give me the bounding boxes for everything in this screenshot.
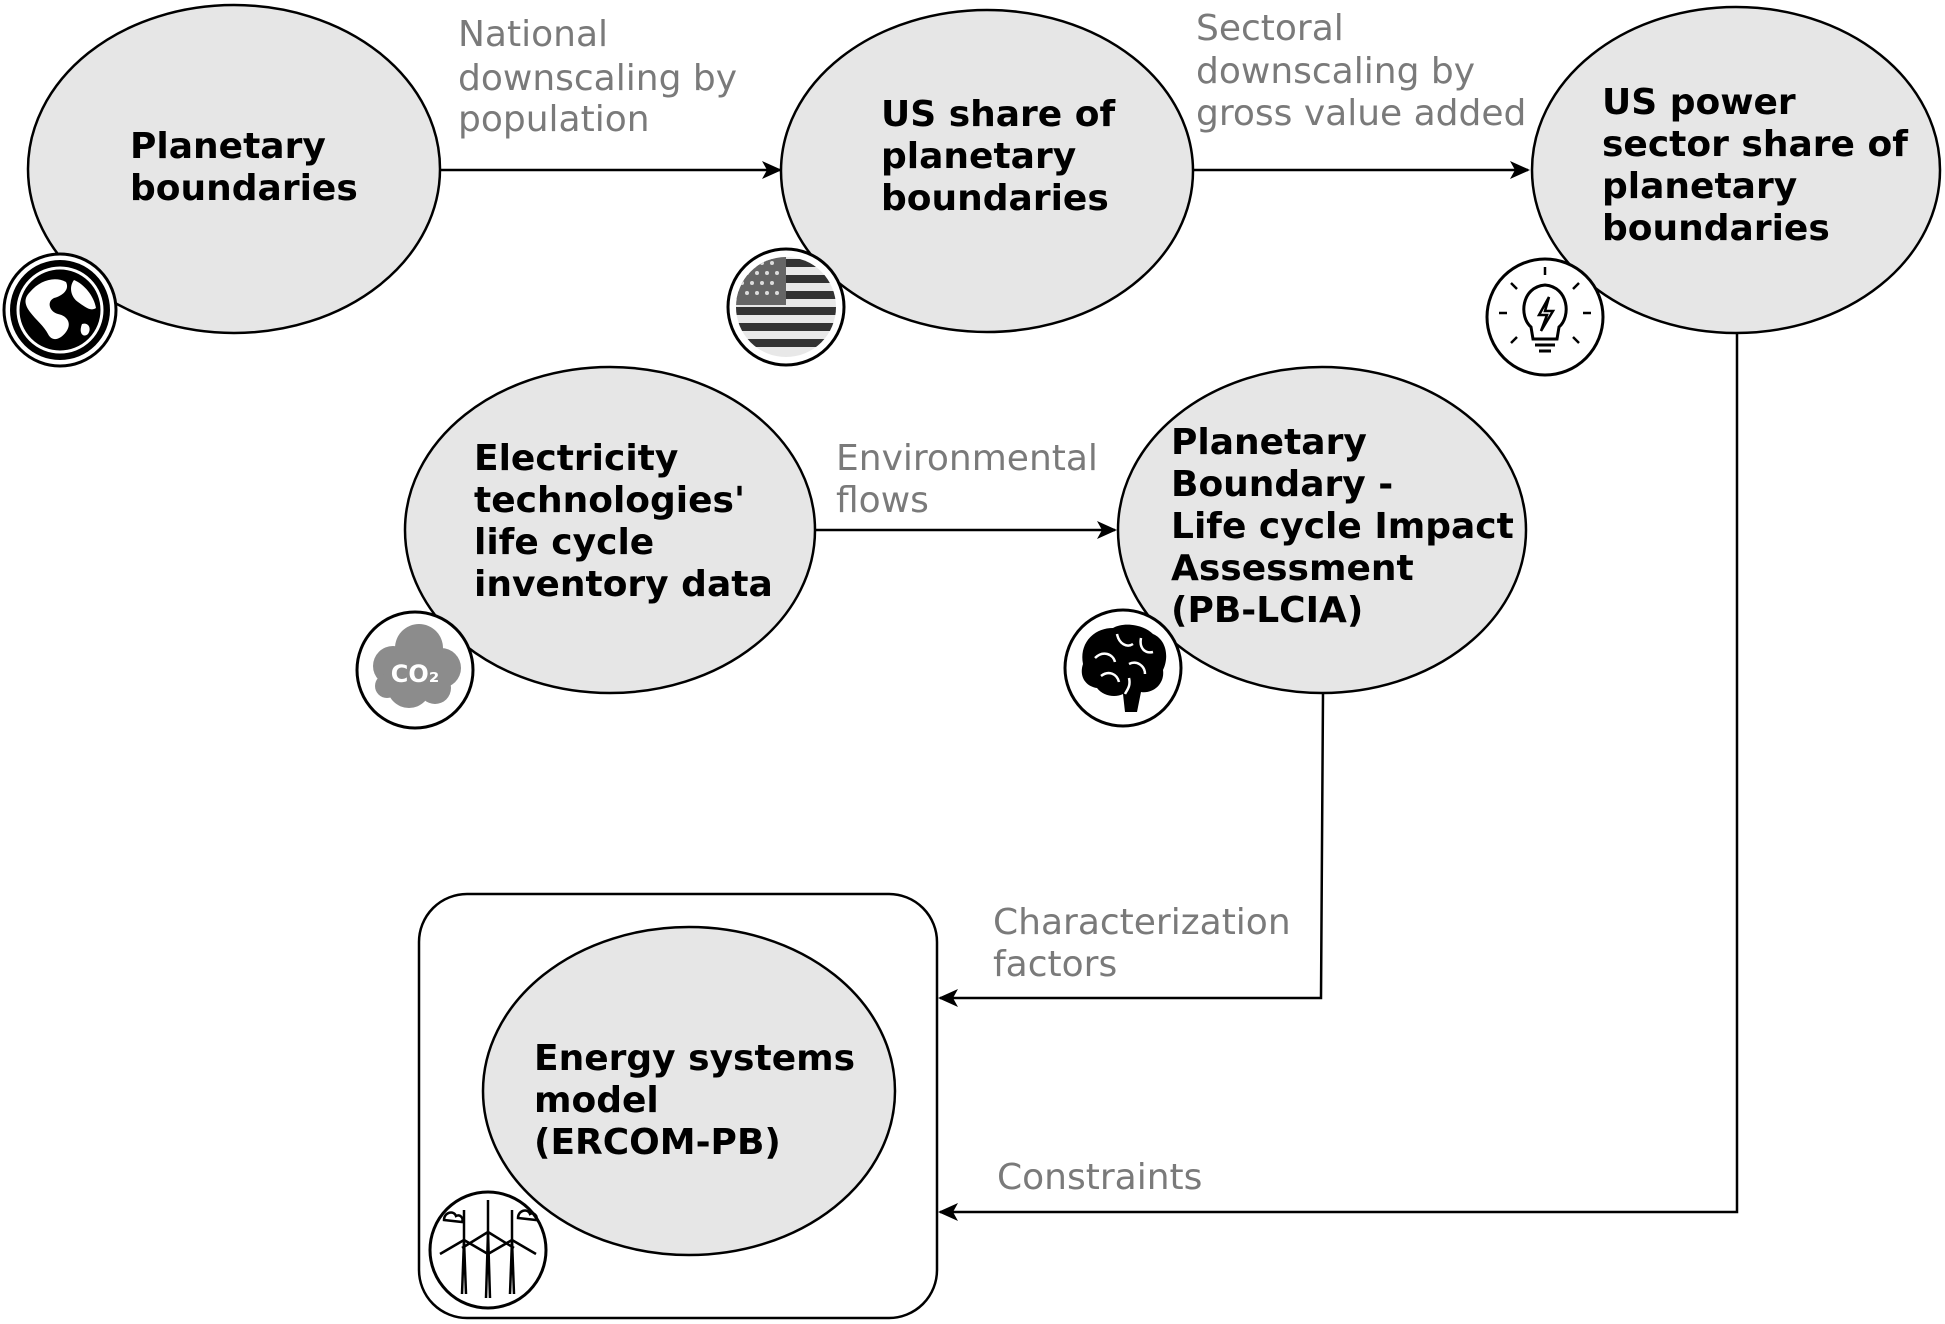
brain-icon bbox=[1063, 608, 1183, 728]
edge-label-characterization-factors: Characterization factors bbox=[993, 902, 1302, 985]
node-electricity-lci: Electricity technologies' life cycle inv… bbox=[403, 365, 817, 695]
svg-text:CO₂: CO₂ bbox=[391, 660, 440, 688]
edge-label-environmental-flows: Environmental flows bbox=[836, 438, 1109, 521]
co2-cloud-icon: CO₂ bbox=[355, 610, 475, 730]
lightbulb-icon bbox=[1485, 257, 1605, 377]
node-pb-lcia: Planetary Boundary - Life cycle Impact A… bbox=[1116, 365, 1528, 695]
svg-text:Electricity technologies: Electricity technologies' life cycle inv… bbox=[474, 438, 773, 605]
svg-text:Planetary boundaries: Planetary boundaries bbox=[130, 126, 358, 209]
node-energy-model: Energy systems model (ERCOM-PB) bbox=[481, 925, 897, 1257]
svg-text:Planetary Boundary -: Planetary Boundary - Life cycle Impact A… bbox=[1171, 422, 1526, 631]
us-flag-icon bbox=[726, 247, 846, 367]
node-us-share: US share of planetary boundaries bbox=[779, 8, 1195, 334]
node-planetary-boundaries: Planetary boundaries bbox=[26, 3, 442, 335]
svg-text:US share of planetary: US share of planetary boundaries bbox=[881, 94, 1128, 219]
svg-text:Energy systems model: Energy systems model (ERCOM-PB) bbox=[534, 1038, 868, 1163]
node-us-power-share: US power sector share of planetary bound… bbox=[1530, 5, 1942, 335]
edge-characterization-factors bbox=[938, 692, 1325, 1007]
edge-label-sectoral-downscaling: Sectoral downscaling by gross value adde… bbox=[1196, 8, 1526, 134]
edge-label-constraints: Constraints bbox=[997, 1157, 1202, 1198]
svg-text:US power sector share of: US power sector share of planetary bound… bbox=[1602, 82, 1920, 249]
edge-label-national-downscaling: National downscaling by population bbox=[458, 14, 748, 140]
wind-turbines-icon bbox=[428, 1190, 548, 1310]
edge-constraints bbox=[938, 333, 1739, 1221]
globe-icon bbox=[2, 252, 118, 368]
